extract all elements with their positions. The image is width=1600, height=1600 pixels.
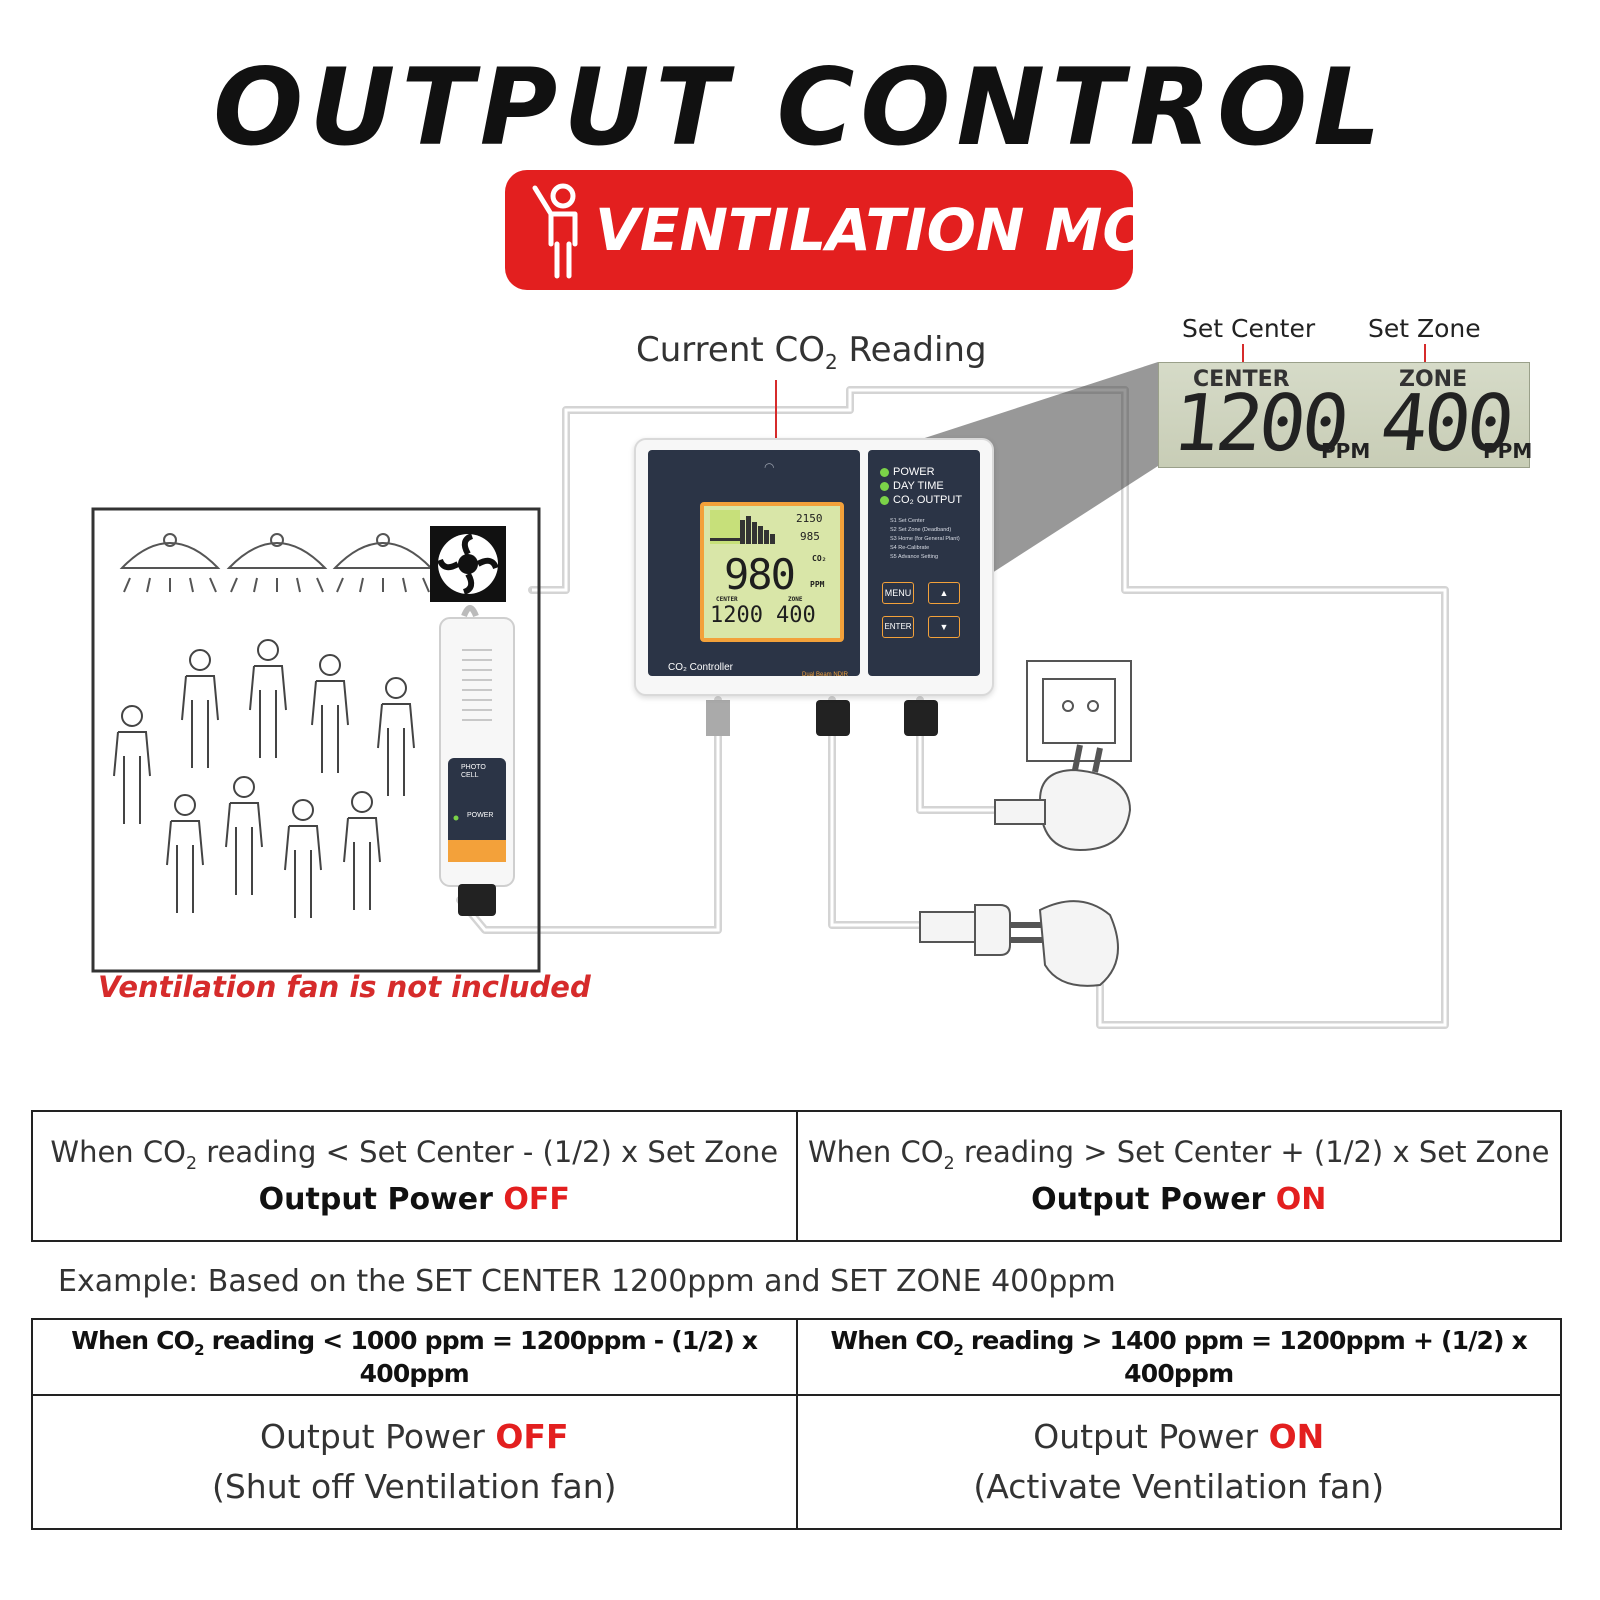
person-waving-icon — [532, 183, 578, 279]
page-title: OUTPUT CONTROL — [213, 46, 1387, 169]
zoom-zone-unit: PPM — [1483, 439, 1533, 463]
controller-name: CO₂ Controller — [668, 662, 734, 673]
zoomed-lcd: CENTER ZONE 1200 PPM 400 PPM — [1158, 362, 1533, 469]
zoom-center-unit: PPM — [1321, 439, 1371, 463]
screen-co2-reading: 980 — [724, 550, 796, 599]
screen-ppm-label: PPM — [810, 580, 825, 589]
example-off-condition: When CO2 reading < 1000 ppm = 1200ppm - … — [31, 1318, 798, 1396]
mode-badge: VENTILATION MODE — [505, 170, 1239, 290]
controller-screen: 2150 985 980 CO₂ PPM CENTER ZONE 1200 40… — [700, 502, 844, 642]
led-power: POWER — [880, 466, 935, 480]
screen-low-value: 985 — [800, 530, 820, 543]
setting-s5: S5 Advance Setting — [890, 554, 939, 560]
set-zone-label: Set Zone — [1368, 314, 1481, 343]
current-reading-label: Current CO2 Reading — [636, 330, 987, 374]
fan-not-included-note: Ventilation fan is not included — [98, 970, 591, 1004]
enter-button[interactable]: ENTER — [882, 616, 914, 638]
menu-button[interactable]: MENU — [882, 582, 914, 604]
mode-label: VENTILATION MODE — [595, 196, 1240, 264]
condition-table: When CO2 reading < Set Center - (1/2) x … — [31, 1110, 1562, 1242]
led-icon — [880, 481, 889, 491]
led-co2-output: CO₂ OUTPUT — [880, 494, 962, 508]
screen-center-label: CENTER — [716, 596, 738, 603]
example-on-condition: When CO2 reading > 1400 ppm = 1200ppm + … — [795, 1318, 1562, 1396]
trend-bar-graph — [710, 510, 775, 544]
zoom-center-label: CENTER — [1193, 367, 1290, 392]
cable-glands — [706, 700, 938, 736]
screen-zone-value: 400 — [776, 603, 816, 628]
example-off-result: Output Power OFF (Shut off Ventilation f… — [31, 1394, 798, 1530]
sensor-photo-cell-label: PHOTO CELL — [461, 764, 486, 779]
state-on: ON — [1275, 1181, 1327, 1217]
down-button[interactable]: ▼ — [928, 616, 960, 638]
screen-zone-label: ZONE — [788, 596, 803, 603]
example-on-result: Output Power ON (Activate Ventilation fa… — [795, 1394, 1562, 1530]
ventilation-fan-icon — [430, 526, 506, 602]
controller-button-panel: POWER DAY TIME CO₂ OUTPUT S1 Set Center … — [868, 450, 980, 676]
up-button[interactable]: ▲ — [928, 582, 960, 604]
people-icons — [113, 639, 415, 918]
setting-s4: S4 Re-Calibrate — [890, 545, 930, 551]
zoom-zone-label: ZONE — [1399, 367, 1468, 392]
state-off: OFF — [503, 1181, 570, 1217]
screen-co2-label: CO₂ — [812, 554, 827, 563]
condition-off-cell: When CO2 reading < Set Center - (1/2) x … — [31, 1110, 798, 1242]
power-socket — [919, 900, 1119, 987]
sensor-labels: PHOTO CELL POWER — [461, 764, 493, 820]
grow-lights — [119, 533, 434, 593]
screen-center-value: 1200 — [710, 603, 763, 628]
condition-on-cell: When CO2 reading > Set Center + (1/2) x … — [795, 1110, 1562, 1242]
setting-s3: S3 Home (for General Plant) — [890, 536, 960, 542]
grow-room — [91, 507, 541, 973]
led-icon — [880, 467, 889, 477]
setting-s2: S2 Set Zone (Deadband) — [890, 527, 952, 533]
example-table: When CO2 reading < 1000 ppm = 1200ppm - … — [31, 1318, 1562, 1530]
controller-model: Dual Beam NDIR — [802, 672, 849, 678]
sensor-power-label: POWER — [467, 812, 494, 819]
controller-display-panel: ◠ 2150 985 980 CO₂ PPM CENTER ZONE 1200 … — [648, 450, 860, 678]
setting-s1: S1 Set Center — [890, 518, 925, 524]
power-plug — [994, 744, 1132, 852]
co2-controller: ◠ 2150 985 980 CO₂ PPM CENTER ZONE 1200 … — [634, 438, 994, 696]
led-icon — [880, 495, 889, 505]
wifi-icon: ◠ — [764, 460, 775, 474]
screen-high-value: 2150 — [796, 512, 823, 525]
wall-outlet — [1026, 660, 1132, 762]
led-daytime: DAY TIME — [880, 480, 944, 494]
example-text: Example: Based on the SET CENTER 1200ppm… — [58, 1264, 1116, 1299]
set-center-label: Set Center — [1182, 314, 1316, 343]
co2-sensor-probe — [439, 605, 515, 916]
